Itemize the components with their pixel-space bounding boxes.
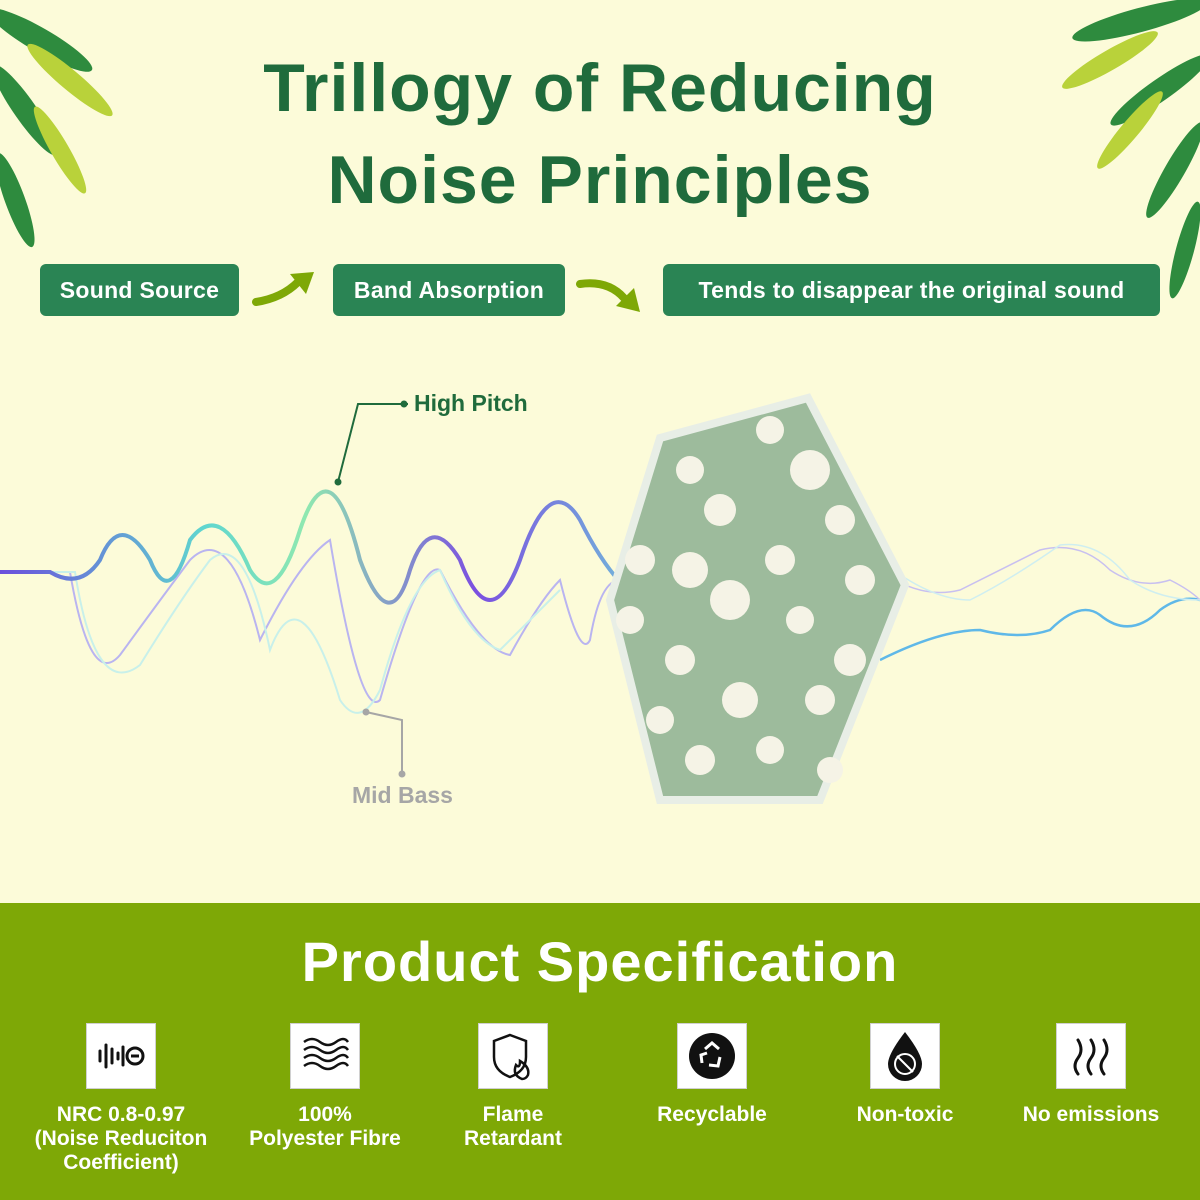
- step-disappear-sound: Tends to disappear the original sound: [663, 264, 1160, 316]
- curved-arrow-down-icon: [576, 279, 640, 312]
- mid-bass-wave-1: [0, 538, 621, 703]
- non-toxic-drop-icon: [870, 1023, 940, 1089]
- recycle-icon: [677, 1023, 747, 1089]
- high-pitch-wave: [0, 489, 680, 605]
- sound-wave-illustration: [0, 393, 1200, 804]
- residual-wave-2: [879, 546, 1200, 601]
- principles-section: Trillogy of Reducing Noise Principles So…: [0, 0, 1200, 808]
- step-band-absorption: Band Absorption: [333, 264, 565, 316]
- page-title: Trillogy of Reducing Noise Principles: [0, 42, 1200, 226]
- palm-leaves-decoration: [0, 0, 1200, 299]
- spec-item-nontoxic: Non-toxic: [805, 1023, 1005, 1127]
- residual-wave-1: [879, 597, 1200, 662]
- spec-label-noemissions: No emissions: [1022, 1103, 1160, 1126]
- hexagon-acoustic-panel: [605, 393, 910, 804]
- title-line-1: Trillogy of Reducing: [263, 50, 937, 126]
- spec-item-nrc: NRC 0.8-0.97 (Noise Reduciton Coefficien…: [21, 1023, 221, 1175]
- fibre-wave-icon: [290, 1023, 360, 1089]
- step-sound-source: Sound Source: [40, 264, 239, 316]
- mid-bass-label: Mid Bass: [352, 782, 453, 808]
- spec-label-nontoxic: Non-toxic: [856, 1103, 954, 1126]
- spec-item-recyclable: Recyclable: [612, 1023, 812, 1127]
- title-line-2: Noise Principles: [327, 142, 873, 218]
- spec-label-nrc: NRC 0.8-0.97 (Noise Reduciton Coefficien…: [34, 1103, 208, 1174]
- spec-item-polyester: 100% Polyester Fibre: [225, 1023, 425, 1151]
- residual-wave-3: [879, 543, 1200, 601]
- no-emissions-icon: [1056, 1023, 1126, 1089]
- spec-label-polyester: 100% Polyester Fibre: [249, 1103, 401, 1150]
- spec-item-noemissions: No emissions: [991, 1023, 1191, 1127]
- sound-wave-icon: [86, 1023, 156, 1089]
- spec-label-flame: Flame Retardant: [463, 1103, 563, 1150]
- spec-title: Product Specification: [301, 930, 899, 993]
- curved-arrow-icon: [252, 272, 314, 306]
- mid-bass-wave-2: [0, 553, 561, 714]
- product-specification-section: Product Specification NRC 0.8-0.97 (Nois…: [0, 903, 1200, 1200]
- spec-label-recyclable: Recyclable: [657, 1103, 767, 1126]
- spec-item-flame: Flame Retardant: [413, 1023, 613, 1151]
- high-pitch-label: High Pitch: [414, 390, 528, 416]
- shield-flame-icon: [478, 1023, 548, 1089]
